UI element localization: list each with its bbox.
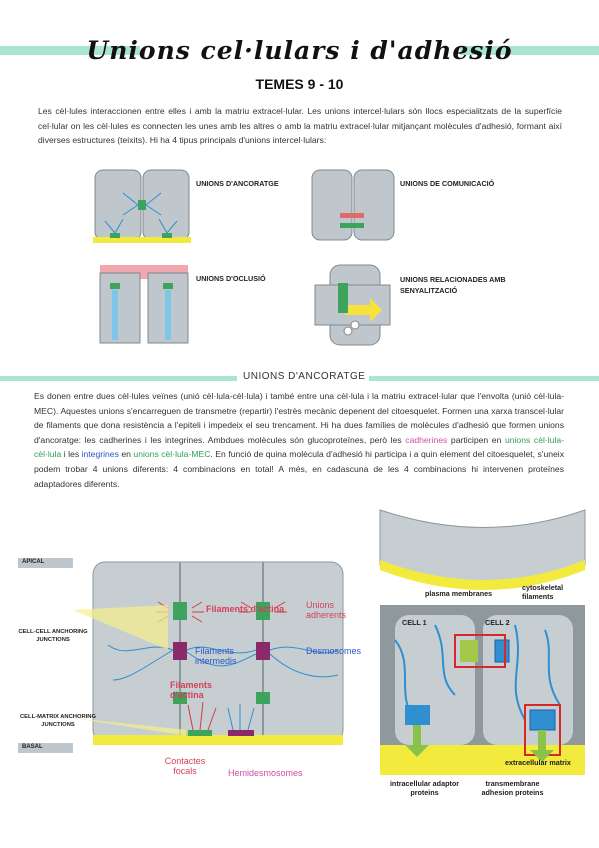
cell-matrix-term: unions cèl·lula-MEC — [133, 449, 211, 460]
apical-label: APICAL — [22, 559, 45, 565]
adhesion-proteins-label: transmembrane adhesion proteins — [481, 779, 544, 797]
type-signaling-label: UNIONS RELACIONADES AMB SENYALITZACIÓ — [400, 275, 506, 295]
integrines-term: integrines — [81, 449, 119, 460]
anchoring-text-3: i les — [61, 449, 82, 460]
adaptor-proteins-label: intracellular adaptor proteins — [389, 779, 460, 797]
section-title: UNIONS D'ANCORATGE — [239, 371, 370, 382]
page-title: Unions cel·lulars i d'adhesió — [86, 36, 513, 65]
cadherines-term: cadherines — [405, 434, 448, 445]
cell1-label: CELL 1 — [402, 618, 427, 627]
page-subtitle: TEMES 9 - 10 — [255, 76, 344, 92]
adhesion-proteins-figure — [379, 509, 586, 775]
title-band-right — [460, 46, 599, 55]
basal-label: BASAL — [22, 744, 43, 750]
adherens-label: Unions adherents — [306, 600, 347, 620]
type-anchoring-label: UNIONS D'ANCORATGE — [196, 179, 279, 188]
type-occlusion-label: UNIONS D'OCLUSIÓ — [196, 274, 266, 283]
anchoring-text-4: en — [118, 449, 134, 460]
actin-label-2: Filaments d'actina — [170, 680, 213, 700]
desmosomes-label: Desmosomes — [306, 646, 362, 656]
ecm-label: extracellular matrix — [505, 758, 571, 767]
communication-junction-icon — [311, 169, 395, 241]
junction-types-diagrams — [93, 169, 395, 346]
anchoring-paragraph: Es donen entre dues cèl·lules veïnes (un… — [34, 389, 564, 491]
cytoskeletal-label: cytoskeletal filaments — [522, 583, 564, 601]
cell-cell-junctions-label: CELL-CELL ANCHORING JUNCTIONS — [18, 629, 88, 643]
anchoring-junctions-figure — [18, 558, 344, 753]
title-band-left — [0, 46, 140, 55]
actin-label-1: Filaments d'actina — [206, 604, 285, 614]
anchoring-text-5: . En funció de quina molècula d'adhesió … — [34, 449, 564, 489]
occlusion-junction-icon — [99, 265, 189, 344]
signaling-junction-icon — [314, 264, 391, 346]
intermediate-label: Filaments intermedis — [195, 646, 237, 666]
anchoring-text-2: participen en — [447, 434, 505, 445]
hemidesmosomes-label: Hemidesmosomes — [228, 768, 303, 778]
anchoring-junction-icon — [93, 169, 191, 243]
cell2-label: CELL 2 — [485, 618, 510, 627]
plasma-membranes-label: plasma membranes — [425, 589, 493, 598]
type-communication-label: UNIONS DE COMUNICACIÓ — [400, 179, 495, 188]
cell-matrix-junctions-label: CELL-MATRIX ANCHORING JUNCTIONS — [20, 714, 96, 728]
intro-paragraph: Les cèl·lules interaccionen entre elles … — [38, 106, 562, 146]
cell-cell-term: unions cèl·lula-cèl·lula — [34, 434, 564, 460]
section-divider: UNIONS D'ANCORATGE — [0, 371, 599, 386]
focal-label: Contactes focals — [164, 756, 206, 776]
anchoring-text-1: Es donen entre dues cèl·lules veïnes (un… — [34, 391, 564, 445]
